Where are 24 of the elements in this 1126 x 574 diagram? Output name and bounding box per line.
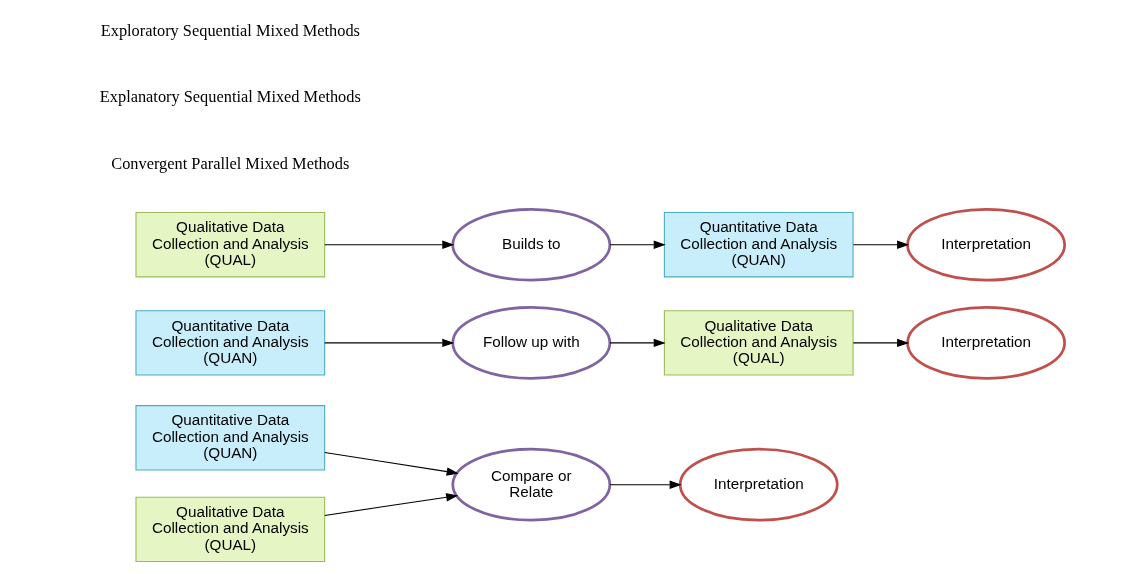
arrow [323, 338, 454, 348]
node-ellipse: Compare or Relate [450, 447, 611, 522]
arrow [608, 338, 666, 348]
label: Exploratory Sequential Mixed Methods [100, 20, 360, 40]
label: Explanatory Sequential Mixed Methods [99, 87, 361, 107]
node-box: Qualitative Data Collection and Analysis (QUAL) [134, 496, 325, 563]
node-box: Quantitative Data Collection and Analysis (QUAN) [134, 310, 325, 376]
arrow [323, 493, 458, 516]
arrow [608, 480, 682, 489]
arrow [852, 240, 909, 249]
node-ellipse: Interpretation [905, 207, 1066, 282]
node-box: Qualitative Data Collection and Analysis (QUAL) [134, 212, 325, 278]
arrow [323, 451, 459, 476]
node-ellipse: Follow up with [450, 306, 611, 380]
arrow [323, 240, 454, 249]
node-box: Quantitative Data Collection and Analysis (QUAN) [134, 405, 325, 471]
arrow [852, 338, 909, 348]
arrow [608, 240, 666, 249]
node-box: Qualitative Data Collection and Analysis (QUAL) [663, 310, 854, 376]
label: Convergent Parallel Mixed Methods [110, 153, 349, 173]
node-ellipse: Interpretation [905, 306, 1066, 380]
node-ellipse: Builds to [450, 207, 611, 282]
node-box: Quantitative Data Collection and Analysis (QUAN) [663, 212, 854, 278]
node-ellipse: Interpretation [678, 447, 839, 522]
